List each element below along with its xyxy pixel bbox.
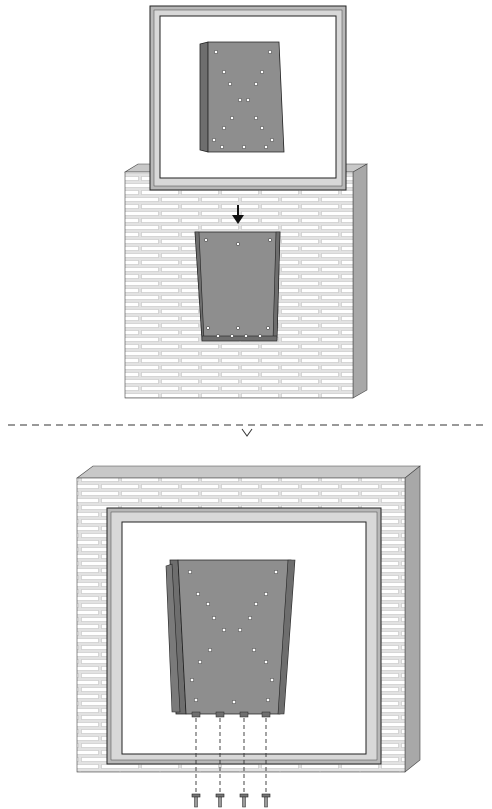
- mount-hole: [189, 677, 195, 683]
- mount-hole: [260, 70, 264, 74]
- wall-bracket: [194, 231, 281, 342]
- mount-hole: [251, 647, 257, 653]
- locking-tab: [261, 711, 271, 718]
- mount-hole: [187, 569, 193, 575]
- screw-icon: [191, 793, 201, 808]
- mount-hole: [260, 126, 264, 130]
- tv-plate-bottom: [165, 559, 296, 718]
- mount-hole: [266, 326, 270, 330]
- mount-hole: [244, 334, 248, 338]
- mount-hole: [253, 601, 259, 607]
- screw-head: [239, 793, 249, 798]
- mounting-holes: [204, 238, 272, 338]
- mount-hole: [193, 697, 199, 703]
- mount-hole: [268, 238, 272, 242]
- mount-hole: [231, 699, 237, 705]
- screw-icon: [261, 793, 271, 808]
- mount-hole: [242, 145, 246, 149]
- mount-hole: [214, 50, 218, 54]
- screw-shank: [242, 796, 246, 808]
- screw-shank: [218, 796, 222, 808]
- mount-hole: [254, 116, 258, 120]
- mount-hole: [204, 238, 208, 242]
- down-arrow-icon: [232, 205, 244, 224]
- mount-hole: [246, 98, 250, 102]
- mount-hole: [263, 659, 269, 665]
- locking-tab: [191, 711, 201, 718]
- top-panel: [123, 5, 369, 399]
- mount-hole: [222, 126, 226, 130]
- mount-hole: [263, 591, 269, 597]
- tv-plate-top: [199, 41, 285, 153]
- mount-hole: [238, 98, 242, 102]
- chevron-down-icon: [241, 428, 253, 437]
- mount-hole: [270, 138, 274, 142]
- mount-hole: [265, 697, 271, 703]
- mount-hole: [254, 82, 258, 86]
- mount-hole: [230, 116, 234, 120]
- screw-guides: [195, 718, 267, 794]
- mount-hole: [197, 659, 203, 665]
- mount-hole: [258, 334, 262, 338]
- screw-icon: [215, 793, 225, 808]
- mount-hole: [220, 145, 224, 149]
- mount-hole: [269, 677, 275, 683]
- screw-shank: [194, 796, 198, 808]
- screw-icon: [239, 793, 249, 808]
- mount-hole: [222, 70, 226, 74]
- mount-hole: [273, 569, 279, 575]
- bottom-panel: [76, 465, 421, 808]
- mount-hole: [207, 647, 213, 653]
- mount-hole: [264, 145, 268, 149]
- screw-head: [215, 793, 225, 798]
- mount-hole: [268, 50, 272, 54]
- mount-hole: [211, 615, 217, 621]
- mount-hole: [206, 326, 210, 330]
- mount-hole: [228, 82, 232, 86]
- mount-hole: [237, 627, 243, 633]
- mount-hole: [195, 591, 201, 597]
- locking-tab: [239, 711, 249, 718]
- mounting-holes: [212, 50, 274, 149]
- mount-hole: [212, 138, 216, 142]
- mount-hole: [221, 627, 227, 633]
- step-divider: [8, 424, 484, 437]
- mount-hole: [205, 601, 211, 607]
- mount-hole: [247, 615, 253, 621]
- screw-head: [191, 793, 201, 798]
- mount-hole: [230, 334, 234, 338]
- screw-shank: [264, 796, 268, 808]
- locking-tab: [215, 711, 225, 718]
- mount-hole: [216, 334, 220, 338]
- locking-tabs: [191, 711, 271, 718]
- mount-hole: [236, 326, 240, 330]
- screws: [191, 793, 271, 808]
- screw-head: [261, 793, 271, 798]
- mounting-holes: [187, 569, 279, 705]
- mount-hole: [236, 242, 240, 246]
